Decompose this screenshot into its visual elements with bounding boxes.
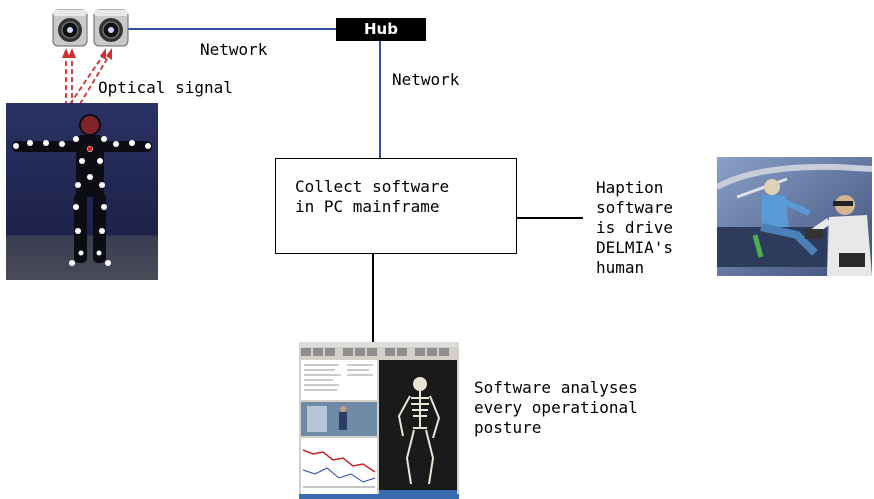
collect-line-1: Collect software	[295, 177, 450, 196]
haption-photo	[717, 157, 872, 276]
analysis-software-screenshot	[299, 342, 459, 499]
hub-box: Hub	[336, 18, 426, 41]
optical-signal-arrows	[65, 52, 111, 106]
haption-line-4: DELMIA's	[596, 238, 674, 257]
optical-signal-label: Optical signal	[98, 78, 233, 97]
hub-label: Hub	[364, 20, 398, 38]
analysis-line-3: posture	[474, 418, 542, 437]
collect-software-box: Collect software in PC mainframe	[275, 158, 517, 254]
camera-icon	[93, 8, 129, 48]
motion-capture-photo	[6, 103, 158, 280]
haption-line-3: is drive	[596, 218, 674, 237]
collect-line-2: in PC mainframe	[295, 197, 440, 216]
haption-line-2: software	[596, 198, 674, 217]
camera-icon	[52, 8, 88, 48]
network-label-vertical: Network	[392, 70, 460, 89]
analysis-line-2: every operational	[474, 398, 638, 417]
network-label-top: Network	[200, 40, 268, 59]
analysis-line-1: Software analyses	[474, 378, 638, 397]
haption-line-1: Haption	[596, 178, 664, 197]
optical-arrowheads	[62, 48, 112, 60]
haption-line-5: human	[596, 258, 645, 277]
